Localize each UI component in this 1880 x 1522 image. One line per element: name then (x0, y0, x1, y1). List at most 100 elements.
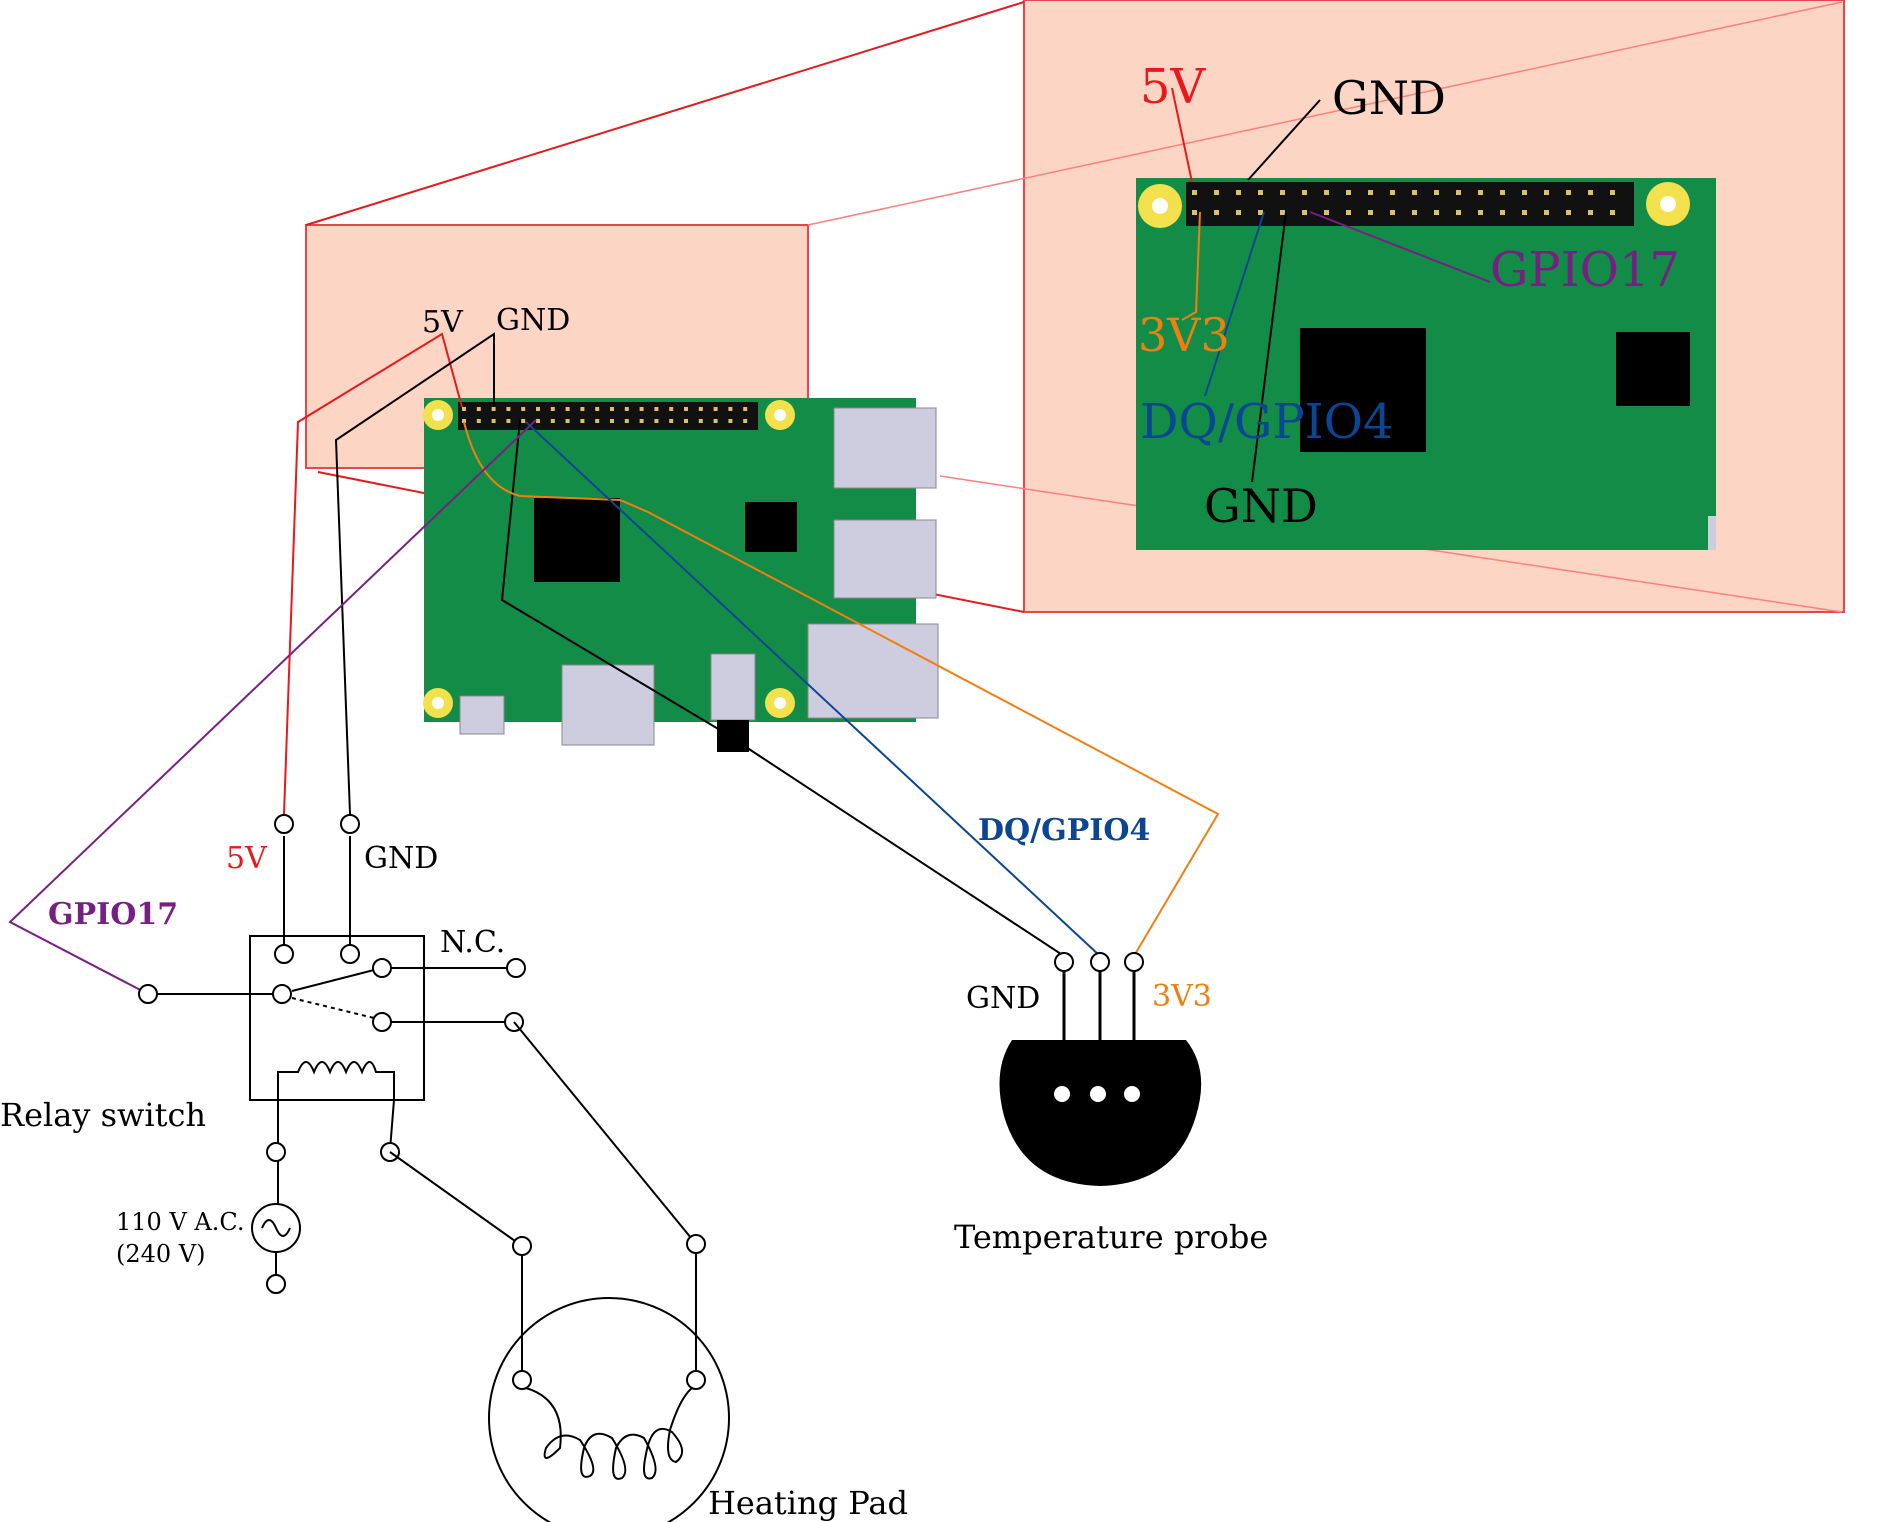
heating-pad (380, 1021, 730, 1522)
relay-terminal-gnd (340, 814, 360, 834)
zoom-mount-hole (1138, 184, 1182, 228)
probe-pin-dot (1054, 1086, 1070, 1102)
zoom-wire-dq (1204, 211, 1265, 397)
gpio-pin (1236, 210, 1241, 215)
relay-label-5v: 5V (226, 841, 268, 876)
gpio-pin (1236, 190, 1241, 195)
ac-terminal-bottom (266, 1274, 286, 1294)
pi-gpio-pins (462, 407, 748, 423)
relay-terminal-signal (138, 984, 158, 1004)
relay-terminal-common (272, 984, 292, 1004)
ac-terminal-top (266, 1142, 286, 1162)
relay-terminal-nc-inner (372, 958, 392, 978)
gpio-pin (1478, 210, 1483, 215)
pi-gpio-header (458, 402, 758, 430)
heater-wire-left-diag (389, 1151, 523, 1247)
zoom-wire-gpio17 (1309, 211, 1491, 283)
gpio-pin (536, 407, 540, 411)
gpio-pin (521, 419, 526, 423)
pi-wiring (8, 332, 1220, 995)
gpio-pin (1610, 210, 1615, 215)
zoom-label-dq-gpio4: DQ/GPIO4 (1140, 394, 1394, 450)
pi-hdmi-port (561, 664, 655, 746)
gpio-pin (1500, 210, 1505, 215)
gpio-pin (1478, 190, 1483, 195)
gpio-pin (654, 407, 659, 411)
gpio-pin (580, 407, 585, 411)
heater-wire-left (389, 1099, 395, 1151)
heater-terminal-right (686, 1234, 706, 1254)
zoom-wire-gnd-bottom (1251, 211, 1287, 483)
ac-power-source (251, 1100, 301, 1294)
zoom-wire-3v3 (1181, 211, 1201, 321)
gpio-pin (550, 419, 555, 423)
gpio-pin (728, 407, 733, 411)
gpio-pin (713, 419, 718, 423)
gpio-pin (1566, 210, 1571, 215)
gpio-pin (1346, 190, 1351, 195)
gpio-pin (506, 407, 511, 411)
gpio-pin (728, 419, 733, 423)
zoom-label-gnd-bottom: GND (1204, 479, 1318, 533)
gpio-pin (595, 407, 600, 411)
gpio-pin (669, 407, 674, 411)
heater-wire-right-diag (513, 1021, 697, 1245)
gpio-pin (1566, 190, 1571, 195)
heater-inner-terminal-right (686, 1370, 706, 1390)
heating-pad-label: Heating Pad (708, 1484, 908, 1522)
gpio-pin (491, 419, 496, 423)
heater-element-coil (525, 1387, 693, 1480)
gpio-pin (506, 419, 511, 423)
pi-mount-hole (765, 400, 795, 430)
probe-terminal-3v3 (1124, 952, 1144, 972)
pi-usb-port (833, 519, 937, 599)
gpio-pin (1544, 190, 1549, 195)
gpio-pin (684, 419, 688, 423)
probe-terminal-gnd (1054, 952, 1074, 972)
zoom-port-edge (1708, 516, 1716, 550)
relay-terminal-5v-inner (274, 944, 294, 964)
gpio-pin (1412, 210, 1417, 215)
relay-terminal-5v (274, 814, 294, 834)
gpio-pin (476, 419, 481, 423)
wire-dq-probe (525, 421, 1101, 957)
heater-inner-terminal-left (512, 1370, 532, 1390)
gpio-pin (684, 407, 688, 411)
probe-label-3v3: 3V3 (1152, 979, 1212, 1014)
probe-pin-dot (1090, 1086, 1106, 1102)
gpio-pin (1368, 190, 1373, 195)
zoom-label-gpio17: GPIO17 (1490, 242, 1680, 298)
heater-pad-body (488, 1297, 730, 1522)
gpio-pin (1214, 210, 1219, 215)
pi-usb-port (833, 407, 937, 489)
pi-ethernet-chip (745, 502, 797, 552)
gpio-pin (1412, 190, 1417, 195)
relay-label-nc: N.C. (440, 925, 505, 960)
zoom-gpio-header (1186, 182, 1634, 226)
gpio-pin (639, 419, 644, 423)
gpio-pin (1522, 210, 1527, 215)
gpio-pin (624, 419, 629, 423)
gpio-pin (624, 407, 629, 411)
gpio-pin (565, 407, 570, 411)
gpio-pin (1302, 190, 1307, 195)
gpio-pin (743, 407, 748, 411)
pi-mount-hole (423, 400, 453, 430)
temperature-probe (999, 952, 1202, 1186)
probe-label-gnd: GND (966, 981, 1040, 1016)
pi-ethernet-port (807, 623, 939, 719)
gpio-pin (1214, 190, 1219, 195)
zoom-wire-gnd-top (1247, 99, 1321, 181)
pi-micro-usb-port (459, 695, 505, 735)
gpio-pin (654, 419, 659, 423)
gpio-pin (580, 419, 585, 423)
relay-terminal-no-inner (372, 1012, 392, 1032)
zoom-wire-5v (1171, 87, 1193, 183)
probe-body (999, 1040, 1202, 1186)
relay-label-gnd: GND (364, 841, 438, 876)
gpio-pin (1456, 190, 1461, 195)
probe-terminal-dq (1090, 952, 1110, 972)
zoom-mount-hole (1646, 182, 1690, 226)
gpio-pin (1434, 190, 1439, 195)
